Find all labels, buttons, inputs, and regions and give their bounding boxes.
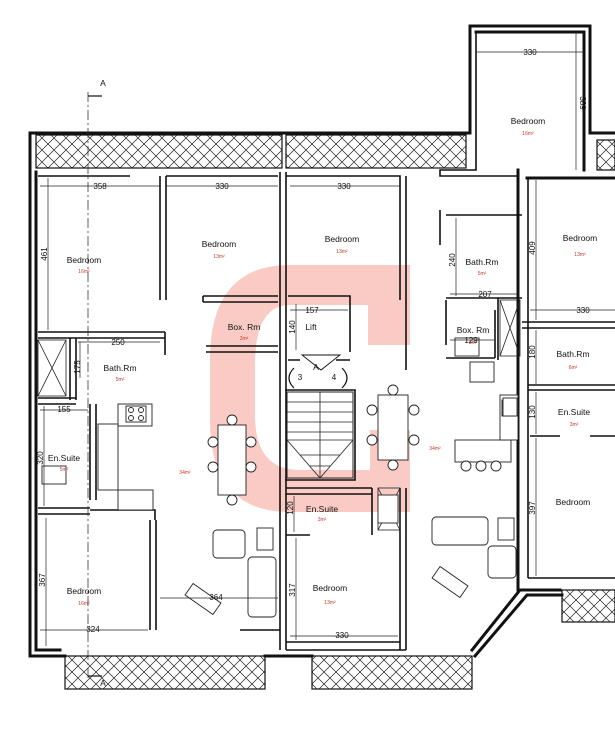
room-area: 13m² [336,249,348,255]
svg-text:317: 317 [288,583,297,597]
room-name: En.Suite [306,504,338,514]
svg-text:330: 330 [335,631,349,640]
room-area: 16m² [522,131,534,137]
section-marker-bottom: A [100,678,106,688]
room-area: 3m² [570,422,579,428]
outer-walls [28,24,615,659]
room-area: 34m² [429,446,441,452]
svg-text:409: 409 [528,241,537,255]
svg-text:397: 397 [528,501,537,515]
room-area: 34m² [179,470,191,476]
room-area: 13m² [213,254,225,260]
svg-text:367: 367 [38,573,47,587]
svg-text:389: 389 [578,96,587,110]
svg-text:330: 330 [215,182,229,191]
svg-text:120: 120 [286,501,295,515]
svg-text:320: 320 [36,451,45,465]
svg-text:180: 180 [528,345,537,359]
room-name: Bedroom [67,255,102,265]
room-name: En.Suite [48,453,80,463]
svg-text:324: 324 [86,625,100,634]
room-area: 5m² [478,271,487,277]
section-axis [87,92,102,680]
room-name: Bedroom [325,234,360,244]
room-name: Bedroom [202,239,237,249]
room-area: 16m² [78,601,90,607]
svg-text:358: 358 [93,182,107,191]
svg-text:330: 330 [337,182,351,191]
svg-text:330: 330 [523,48,537,57]
balcony-bottom [64,589,615,690]
room-area: 13m² [324,600,336,606]
watermark-logo [210,265,410,512]
svg-text:175: 175 [73,360,82,374]
svg-text:240: 240 [448,253,457,267]
room-name: Bedroom [313,583,348,593]
furniture [41,337,519,618]
svg-text:207: 207 [478,290,492,299]
svg-text:130: 130 [528,405,537,419]
svg-text:461: 461 [40,247,49,261]
room-name: Bedroom [511,116,546,126]
svg-text:157: 157 [305,306,319,315]
svg-text:129: 129 [464,336,478,345]
balcony-top [35,134,615,171]
dimension-labels: 330 389 358 330 330 461 409 240 207 157 … [36,48,590,640]
room-name: Bath.Rm [556,349,589,359]
room-name: Bedroom [67,586,102,596]
room-area: 16m² [78,269,90,275]
svg-text:140: 140 [288,320,297,334]
svg-text:250: 250 [111,338,125,347]
stair-core-marker: A [313,362,319,372]
room-area: 3m² [469,340,478,346]
section-markers: A A A 3 4 [100,78,348,688]
svg-text:364: 364 [209,593,223,602]
room-name: Bedroom [556,497,591,507]
room-name: Bedroom [563,233,598,243]
room-name: En.Suite [558,407,590,417]
staircase [286,391,354,479]
stair-marker-4: 4 [332,373,337,382]
room-area: 6m² [569,365,578,371]
room-area: 13m² [574,252,586,258]
dimension-lines [40,32,615,646]
room-area: 3m² [318,517,327,523]
stair-marker-3: 3 [298,373,303,382]
room-area: 5m² [60,467,69,473]
room-name: Box. Rm [457,325,490,335]
room-area: 3m² [240,336,249,342]
svg-text:330: 330 [576,306,590,315]
room-name: Bath.Rm [465,257,498,267]
room-labels: Bedroom 16m² Bedroom 13m² Bedroom 13m² B… [48,116,597,607]
room-name: Bath.Rm [103,363,136,373]
room-name: Lift [305,322,317,332]
interior-walls [38,172,615,651]
svg-text:155: 155 [57,405,71,414]
room-name: Box. Rm [228,322,261,332]
section-marker-top: A [100,78,106,88]
room-area: 5m² [116,377,125,383]
